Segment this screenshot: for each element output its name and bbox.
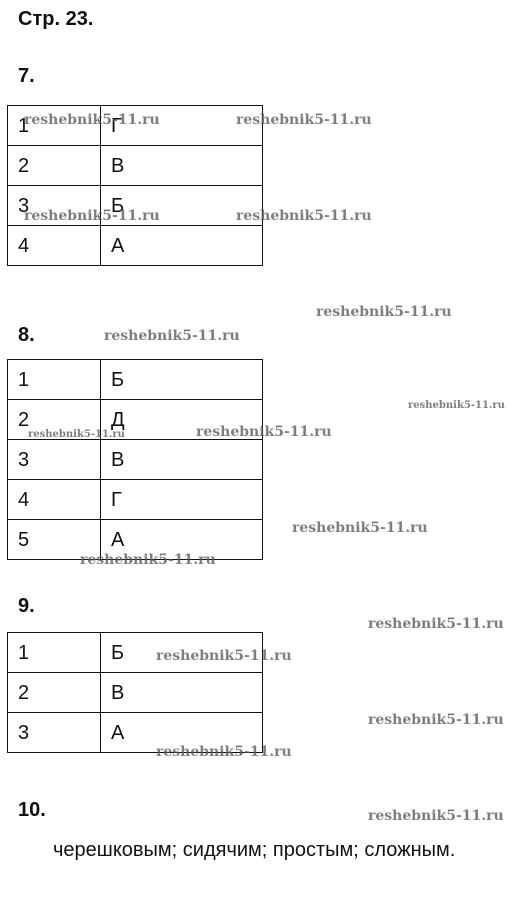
table-row: 5 А [7, 519, 263, 560]
row-number: 3 [7, 712, 101, 753]
row-number: 1 [7, 632, 101, 673]
task-8-table: 1 Б 2 Д 3 В 4 Г 5 А [7, 359, 263, 560]
table-row: 3 В [7, 439, 263, 480]
row-number: 2 [7, 399, 101, 440]
watermark: reshebnik5-11.ru [368, 808, 504, 824]
watermark: reshebnik5-11.ru [28, 429, 125, 440]
watermark: reshebnik5-11.ru [368, 712, 504, 728]
row-number: 1 [7, 105, 101, 146]
task-8-number: 8. [18, 324, 35, 346]
watermark: reshebnik5-11.ru [408, 400, 505, 411]
table-row: 3 Б [7, 185, 263, 226]
row-answer: А [100, 519, 263, 560]
task-7-number: 7. [18, 65, 35, 87]
watermark: reshebnik5-11.ru [316, 304, 452, 320]
watermark: reshebnik5-11.ru [156, 744, 292, 760]
row-answer: А [100, 712, 263, 753]
table-row: 3 А [7, 712, 263, 753]
row-number: 3 [7, 439, 101, 480]
watermark: reshebnik5-11.ru [368, 616, 504, 632]
row-answer: Б [100, 359, 263, 400]
row-number: 4 [7, 225, 101, 266]
row-answer: В [100, 145, 263, 186]
watermark: reshebnik5-11.ru [236, 112, 372, 128]
table-row: 2 В [7, 672, 263, 713]
table-row: 1 Б [7, 359, 263, 400]
table-row: 2 Д [7, 399, 263, 440]
task-9-number: 9. [18, 595, 35, 617]
row-answer: А [100, 225, 263, 266]
task-7-table: 1 Г 2 В 3 Б 4 А [7, 105, 263, 266]
table-row: 4 А [7, 225, 263, 266]
watermark: reshebnik5-11.ru [156, 648, 292, 664]
row-number: 4 [7, 479, 101, 520]
table-row: 2 В [7, 145, 263, 186]
row-number: 1 [7, 359, 101, 400]
watermark: reshebnik5-11.ru [104, 328, 240, 344]
page-title: Стр. 23. [18, 8, 94, 30]
watermark: reshebnik5-11.ru [196, 424, 332, 440]
row-number: 2 [7, 672, 101, 713]
row-answer: В [100, 439, 263, 480]
task-10-answer: черешковым; сидячим; простым; сложным. [53, 839, 456, 861]
watermark: reshebnik5-11.ru [24, 112, 160, 128]
task-10-number: 10. [18, 799, 46, 821]
row-answer: Д [100, 399, 263, 440]
task-9-table: 1 Б 2 В 3 А [7, 632, 263, 753]
row-answer: Г [100, 479, 263, 520]
watermark: reshebnik5-11.ru [24, 208, 160, 224]
watermark: reshebnik5-11.ru [80, 552, 216, 568]
table-row: 4 Г [7, 479, 263, 520]
row-answer: В [100, 672, 263, 713]
row-number: 2 [7, 145, 101, 186]
row-number: 5 [7, 519, 101, 560]
watermark: reshebnik5-11.ru [236, 208, 372, 224]
watermark: reshebnik5-11.ru [292, 520, 428, 536]
